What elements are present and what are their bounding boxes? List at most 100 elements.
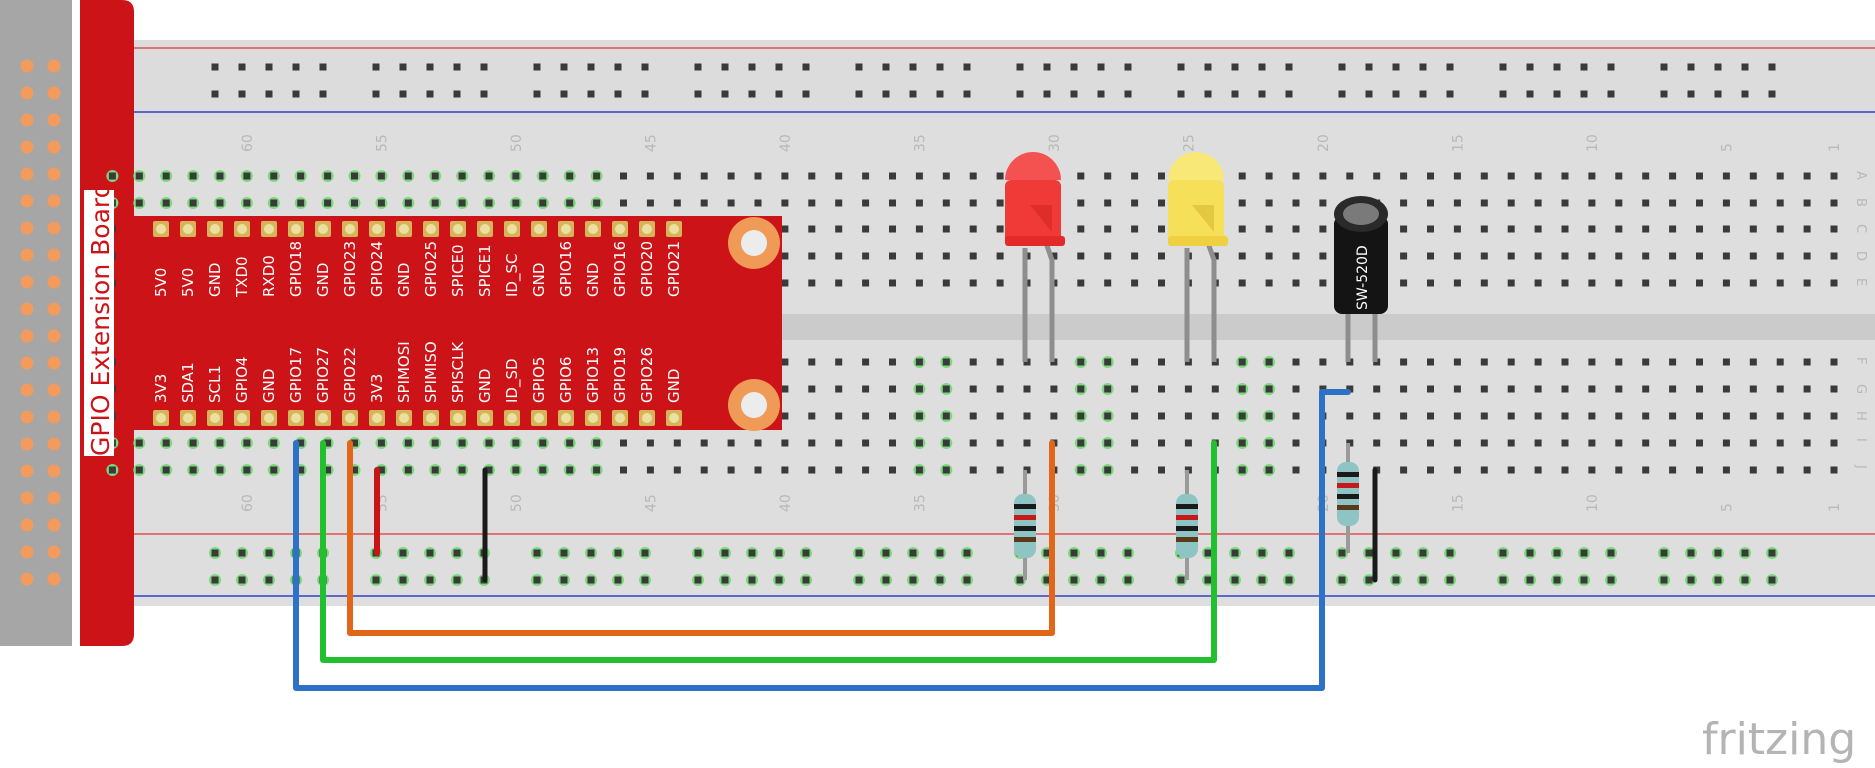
rail-hole (721, 576, 729, 584)
breadboard-hole (754, 199, 762, 207)
breadboard-hole (1077, 358, 1085, 366)
breadboard-hole (1453, 252, 1461, 260)
ribbon-pin (47, 329, 61, 343)
breadboard-hole (1023, 385, 1031, 393)
breadboard-hole (808, 199, 816, 207)
breadboard-hole (1346, 385, 1354, 393)
breadboard-hole (1588, 279, 1596, 287)
pin-label-bottom: GPIO22 (341, 347, 359, 403)
breadboard-hole (1238, 199, 1246, 207)
breadboard-hole (324, 199, 332, 207)
breadboard-hole (1238, 279, 1246, 287)
rail-hole (292, 63, 300, 71)
breadboard-hole (1104, 466, 1112, 474)
breadboard-hole (1292, 252, 1300, 260)
breadboard-hole (1400, 466, 1408, 474)
pin-label-top: 5V0 (179, 268, 197, 297)
breadboard-hole (862, 279, 870, 287)
rail-hole (1338, 90, 1346, 98)
rail-hole (641, 576, 649, 584)
ribbon-pin (47, 167, 61, 181)
rail-hole (1231, 576, 1239, 584)
breadboard-hole (700, 172, 708, 180)
header-pin-center (534, 224, 544, 234)
breadboard-hole (1427, 279, 1434, 287)
breadboard-hole (781, 279, 789, 287)
breadboard-hole (1427, 466, 1434, 474)
breadboard-hole (996, 358, 1004, 366)
breadboard-hole (1077, 172, 1085, 180)
breadboard-hole (1400, 279, 1408, 287)
breadboard-hole (727, 199, 735, 207)
breadboard-hole (1803, 172, 1811, 180)
rail-hole (1714, 90, 1722, 98)
rail-hole (882, 63, 890, 71)
breadboard-hole (1534, 279, 1542, 287)
rail-hole (748, 90, 756, 98)
breadboard-hole (1400, 225, 1408, 233)
header-pin-center (345, 224, 355, 234)
rail-hole (560, 63, 568, 71)
breadboard-hole (1131, 466, 1139, 474)
breadboard-hole (1830, 385, 1838, 393)
breadboard-hole (969, 279, 977, 287)
breadboard-hole (1158, 466, 1165, 474)
breadboard-hole (1131, 279, 1139, 287)
rail-hole (453, 576, 461, 584)
breadboard-hole (996, 439, 1004, 447)
rail-hole (775, 63, 783, 71)
rail-hole (1660, 576, 1668, 584)
rail-hole (1338, 576, 1346, 584)
breadboard-hole (889, 279, 896, 287)
rail-hole (1204, 576, 1212, 584)
rail-hole (1285, 576, 1293, 584)
breadboard-hole (1642, 199, 1650, 207)
pin-label-bottom: GPIO17 (287, 347, 305, 403)
rail-hole (1204, 549, 1212, 557)
breadboard-hole (485, 439, 493, 447)
rail-hole (1419, 576, 1427, 584)
breadboard-hole (1373, 439, 1381, 447)
rail-hole (1714, 63, 1722, 71)
breadboard-hole (377, 172, 385, 180)
breadboard-hole (1561, 466, 1569, 474)
rail-hole (372, 576, 380, 584)
breadboard-hole (781, 252, 789, 260)
header-pin-center (615, 413, 625, 423)
ribbon-pin (20, 302, 34, 316)
breadboard-hole (377, 199, 385, 207)
breadboard-hole (1830, 412, 1838, 420)
breadboard-hole (1211, 252, 1219, 260)
breadboard-hole (889, 439, 896, 447)
breadboard-hole (1077, 439, 1085, 447)
resistor-band (1014, 504, 1036, 509)
breadboard-hole (404, 172, 412, 180)
rail-hole (963, 576, 971, 584)
header-pin-center (291, 224, 301, 234)
breadboard-hole (1696, 385, 1703, 393)
rail-hole (1365, 549, 1373, 557)
breadboard-hole (673, 172, 681, 180)
breadboard-hole (189, 466, 197, 474)
breadboard-hole (969, 358, 977, 366)
breadboard-hole (889, 172, 896, 180)
breadboard-hole (1749, 199, 1757, 207)
breadboard-hole (1669, 466, 1677, 474)
breadboard-hole (1534, 439, 1542, 447)
breadboard-hole (1158, 172, 1165, 180)
breadboard-hole (808, 466, 816, 474)
breadboard-hole (1265, 358, 1273, 366)
breadboard-hole (1507, 358, 1515, 366)
header-pin-center (237, 224, 247, 234)
breadboard-hole (754, 172, 762, 180)
breadboard-hole (1319, 225, 1327, 233)
row-letter: G (1853, 384, 1868, 394)
pin-label-bottom: GPIO19 (611, 347, 629, 403)
rail-hole (1365, 576, 1373, 584)
rail-hole (1526, 576, 1534, 584)
rail-hole (1687, 576, 1695, 584)
rail-hole (694, 63, 702, 71)
pin-label-bottom: SCL1 (206, 365, 224, 403)
breadboard-hole (1749, 252, 1757, 260)
